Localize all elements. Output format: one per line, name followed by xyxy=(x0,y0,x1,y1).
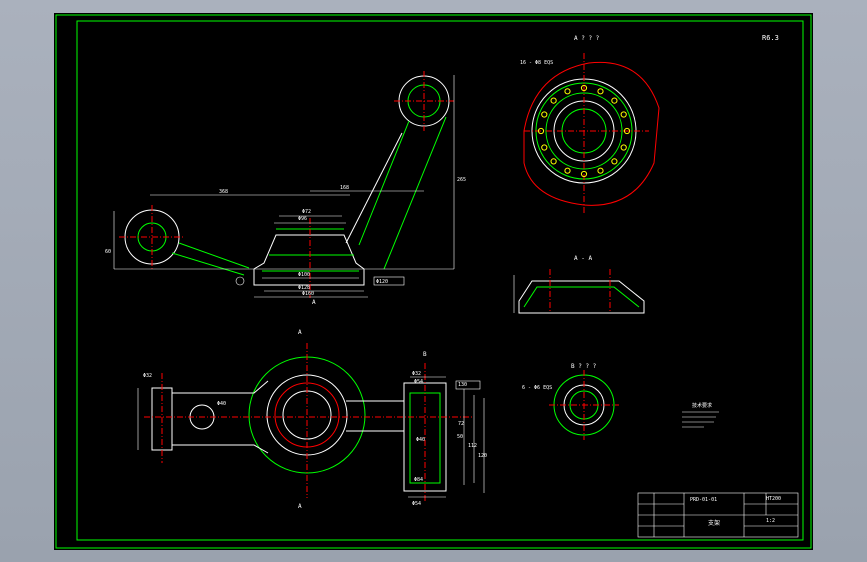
view-a xyxy=(523,53,660,213)
title-scale: 1:2 xyxy=(766,518,775,524)
bolt-hole xyxy=(623,127,631,135)
cad-viewport[interactable]: A Φ72 Φ96 Φ100 Φ128 Φ160 368 168 265 60 … xyxy=(54,13,813,550)
front-lower-arm xyxy=(171,242,250,276)
bolt-hole xyxy=(550,97,557,104)
plan-section-a-top: A xyxy=(298,329,302,336)
holes-callout: 16 - Φ8 EQS xyxy=(520,60,553,66)
section-a-a xyxy=(513,269,645,314)
plan-dim-b4: Φ84 xyxy=(414,477,423,483)
plan-view xyxy=(137,343,485,503)
plan-dim-left: Φ32 xyxy=(143,373,152,379)
title-block xyxy=(637,492,799,538)
plan-dim-b3: Φ40 xyxy=(416,437,425,443)
tech-requirements-lines xyxy=(682,411,719,428)
title-material: HT200 xyxy=(766,496,781,502)
title-part-name: 支架 xyxy=(708,519,720,527)
bolt-hole xyxy=(620,144,627,151)
sheet-border-outer xyxy=(55,14,812,549)
bolt-hole xyxy=(550,158,557,165)
dim-len-1: 368 xyxy=(219,189,228,195)
bolt-hole-pattern xyxy=(537,84,631,178)
sheet-border-inner xyxy=(76,20,804,541)
plan-section-a-bottom: A xyxy=(298,503,302,510)
title-drawing-no: PRD-01-01 xyxy=(690,497,717,503)
bolt-hole xyxy=(564,167,571,174)
front-view-section-label: A xyxy=(312,299,316,306)
plan-dim-box: 130 xyxy=(458,382,467,388)
bolt-hole xyxy=(541,111,548,118)
drawing-canvas: A Φ72 Φ96 Φ100 Φ128 Φ160 368 168 265 60 … xyxy=(55,14,812,549)
plan-dim-gap: Φ40 xyxy=(217,401,226,407)
dim-d-top1: Φ72 xyxy=(302,209,311,215)
bolt-hole xyxy=(597,167,604,174)
view-b xyxy=(549,370,619,440)
dim-box-callout: Φ120 xyxy=(376,279,388,285)
dim-h-right: 265 xyxy=(457,177,466,183)
plan-dim-h3: 50 xyxy=(457,434,463,440)
dim-d-top2: Φ96 xyxy=(298,216,307,222)
plan-dim-b1: Φ32 xyxy=(412,371,421,377)
bolt-hole xyxy=(541,144,548,151)
bolt-hole xyxy=(611,97,618,104)
roughness-symbol: R6.3 xyxy=(762,34,779,42)
dim-h-left: 60 xyxy=(105,249,111,255)
holes-callout-b: 6 - Φ6 EQS xyxy=(522,385,552,391)
tech-requirements-title: 技术要求 xyxy=(692,402,712,409)
bolt-hole xyxy=(564,88,571,95)
section-a-a-title: A - A xyxy=(574,255,592,262)
bolt-hole xyxy=(580,84,588,92)
bolt-hole xyxy=(611,158,618,165)
dim-d-bot2: Φ160 xyxy=(302,291,314,297)
plan-dim-h1: 72 xyxy=(458,421,464,427)
view-a-title: A ? ? ? xyxy=(574,35,600,42)
view-b-title: B ? ? ? xyxy=(571,363,597,370)
plan-section-b-label: B xyxy=(423,351,427,358)
dim-d-bot1: Φ128 xyxy=(298,285,310,291)
plan-dim-h2: 112 xyxy=(468,443,477,449)
plan-dim-h4: 120 xyxy=(478,453,487,459)
front-view xyxy=(113,71,455,298)
bolt-hole xyxy=(620,111,627,118)
view-a-flange-outline xyxy=(523,61,660,206)
bolt-hole xyxy=(537,127,545,135)
dim-len-2: 168 xyxy=(340,185,349,191)
bolt-hole xyxy=(580,170,588,178)
plan-dim-b2: Φ54 xyxy=(414,379,423,385)
bolt-hole xyxy=(597,88,604,95)
dim-d-mid1: Φ100 xyxy=(298,272,310,278)
plan-dim-bottom: Φ54 xyxy=(412,501,421,507)
front-upper-arm xyxy=(358,116,447,270)
